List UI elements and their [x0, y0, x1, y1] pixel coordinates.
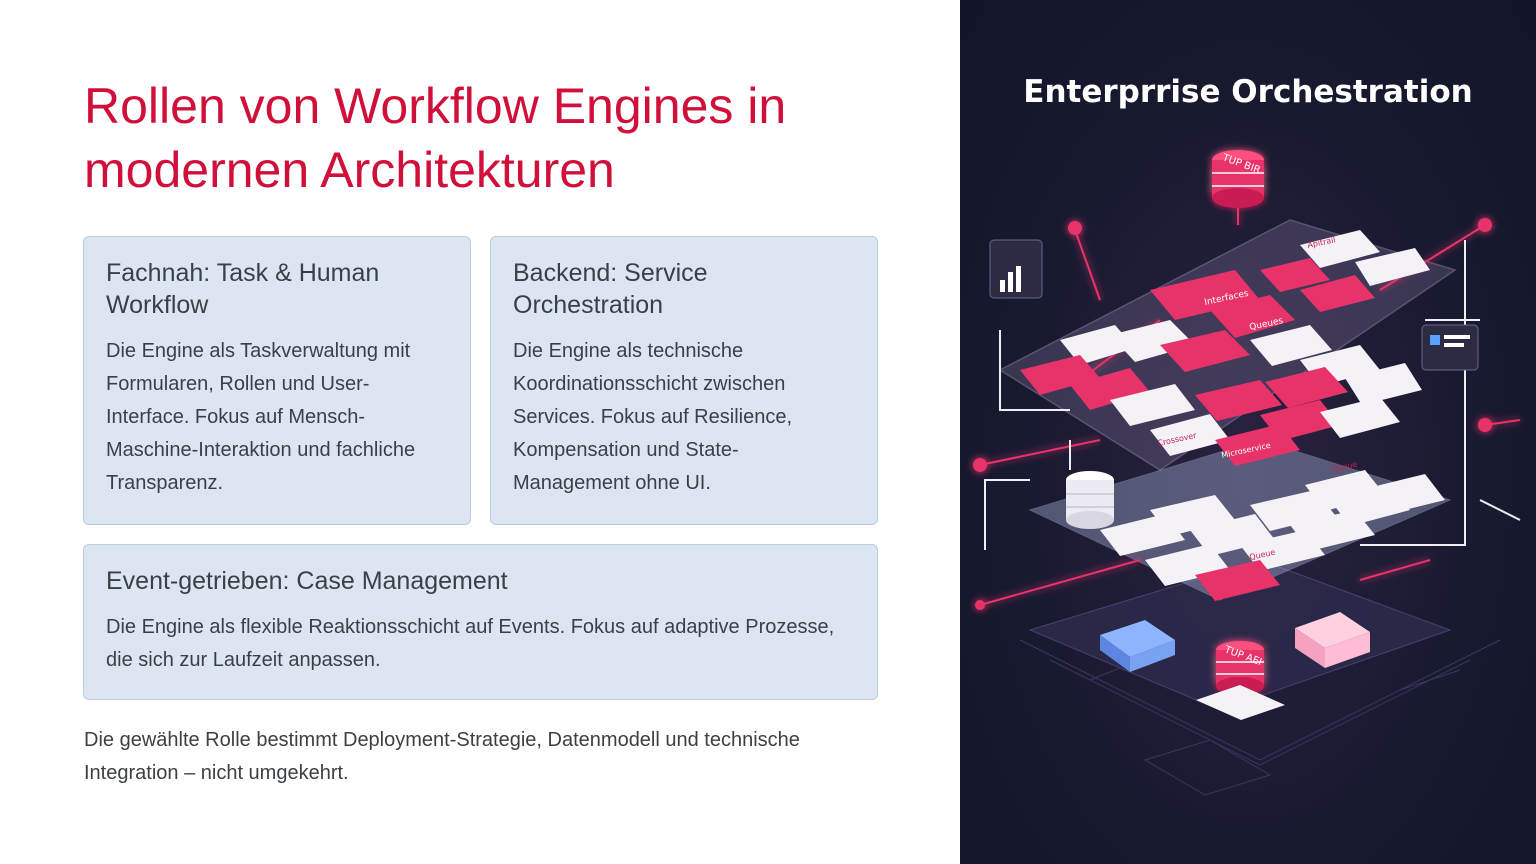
middle-layer-tiles [1100, 470, 1445, 601]
footnote: Die gewählte Rolle bestimmt Deployment-S… [84, 729, 800, 784]
server-icon [1066, 471, 1114, 529]
card-body: Die Engine als Taskverwaltung mit Formul… [106, 340, 416, 494]
cube-icon [1100, 620, 1175, 672]
content-panel: Rollen von Workflow Engines in modernen … [83, 78, 878, 784]
top-layer-tiles [1020, 230, 1430, 466]
card-heading: Event-getrieben: Case Management [106, 567, 508, 595]
connector-lines [979, 224, 1521, 606]
connector-nodes [973, 218, 1492, 610]
pink-blocks-icon [1295, 612, 1370, 668]
slide-title: Rollen von Workflow Engines in modernen … [84, 78, 787, 198]
database-icon [1212, 150, 1264, 225]
bottom-db-base [1196, 685, 1285, 720]
card-service-orchestration: Backend: Service Orchestration Die Engin… [490, 236, 878, 525]
card-task-human-workflow: Fachnah: Task & Human Workflow Die Engin… [83, 236, 471, 525]
illustration-panel: Enterprrise Orchestration [960, 0, 1536, 864]
illustration-title: Enterprrise Orchestration [1023, 74, 1473, 110]
bottom-platform [1028, 559, 1452, 711]
floor-grid [1019, 639, 1501, 796]
orchestration-illustration: TUP BIR [973, 150, 1521, 796]
dashboard-panel-icon [1421, 324, 1479, 371]
card-case-management: Event-getrieben: Case Management Die Eng… [83, 544, 878, 700]
card-heading: Fachnah: Task & Human Workflow [106, 259, 380, 319]
card-heading: Backend: Service Orchestration [513, 259, 708, 319]
chart-icon [989, 239, 1043, 299]
card-body: Die Engine als technische Koordinationss… [513, 340, 793, 494]
card-body: Die Engine als flexible Reaktionsschicht… [106, 616, 835, 671]
